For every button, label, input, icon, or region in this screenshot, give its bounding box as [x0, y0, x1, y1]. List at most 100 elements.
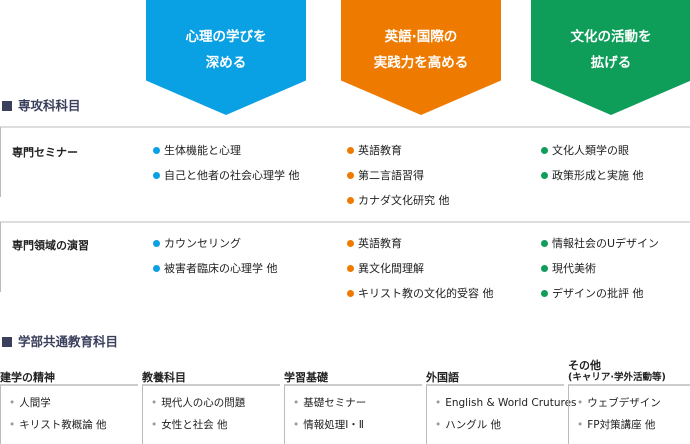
arrow-text: 英語·国際の — [384, 29, 458, 45]
divider — [0, 222, 1, 292]
course-list: 生体機能と心理自己と他者の社会心理学 他 — [153, 144, 300, 194]
bullet-icon — [347, 197, 354, 204]
bullet-icon: • — [151, 397, 158, 409]
bullet-icon — [153, 240, 160, 247]
group-box: •人間学•キリスト教概論 他 — [0, 384, 138, 444]
course-item: 第二言語習得 — [347, 169, 450, 194]
square-icon — [2, 337, 12, 347]
bullet-icon — [347, 265, 354, 272]
course-item: •FP対策講座 他 — [577, 418, 690, 440]
course-list: 文化人類学の眼政策形成と実施 他 — [541, 144, 644, 194]
bullet-icon — [153, 147, 160, 154]
bullet-icon: • — [151, 419, 158, 431]
common-group: 学習基礎•基礎セミナー•情報処理Ⅰ・Ⅱ — [284, 360, 422, 444]
course-item: 英語教育 — [347, 144, 450, 169]
course-name: 政策形成と実施 他 — [552, 169, 644, 182]
row-label: 専門セミナー — [12, 146, 78, 159]
bullet-icon: • — [435, 419, 442, 431]
group-title: 外国語 — [426, 360, 564, 384]
course-item: 被害者臨床の心理学 他 — [153, 262, 278, 287]
course-name: 生体機能と心理 — [164, 144, 241, 157]
course-name: FP対策講座 他 — [587, 419, 656, 431]
course-item: •基礎セミナー — [293, 396, 422, 418]
course-name: カナダ文化研究 他 — [358, 194, 450, 207]
divider — [0, 127, 1, 197]
bullet-icon — [541, 290, 548, 297]
course-name: English & World Crutures — [445, 397, 577, 409]
heading-text: 学部共通教育科目 — [18, 334, 119, 349]
group-title-text: 教養科目 — [142, 371, 186, 384]
bullet-icon — [541, 265, 548, 272]
group-box: •ウェブデザイン•FP対策講座 他 — [568, 384, 690, 444]
course-name: 情報処理Ⅰ・Ⅱ — [303, 419, 364, 431]
course-item: 現代美術 — [541, 262, 659, 287]
arrow-text: 拡げる — [590, 55, 632, 71]
group-title: 建学の精神 — [0, 360, 138, 384]
group-box: •基礎セミナー•情報処理Ⅰ・Ⅱ — [284, 384, 422, 444]
group-box: •現代人の心の問題•女性と社会 他 — [142, 384, 280, 444]
course-name: ウェブデザイン — [587, 397, 661, 409]
arrow-text: 文化の活動を — [570, 29, 652, 45]
bullet-icon: • — [577, 397, 584, 409]
group-subtitle: (キャリア·学外活動等) — [568, 372, 666, 383]
course-name: キリスト教概論 他 — [19, 419, 107, 431]
bullet-icon — [541, 147, 548, 154]
group-title-text: その他 — [568, 359, 601, 372]
bullet-icon — [347, 240, 354, 247]
course-item: 英語教育 — [347, 237, 494, 262]
bullet-icon — [541, 172, 548, 179]
course-name: 英語教育 — [358, 144, 402, 157]
course-name: 人間学 — [19, 397, 51, 409]
bullet-icon: • — [435, 397, 442, 409]
common-group: 教養科目•現代人の心の問題•女性と社会 他 — [142, 360, 280, 444]
common-group: 外国語•English & World Crutures•ハングル 他 — [426, 360, 577, 444]
course-item: •ウェブデザイン — [577, 396, 690, 418]
course-name: 第二言語習得 — [358, 169, 424, 182]
bullet-icon: • — [293, 419, 300, 431]
course-item: デザインの批評 他 — [541, 287, 659, 312]
course-name: デザインの批評 他 — [552, 287, 644, 300]
bullet-icon: • — [9, 419, 16, 431]
course-item: •情報処理Ⅰ・Ⅱ — [293, 418, 422, 440]
group-title-text: 学習基礎 — [284, 371, 328, 384]
arrow-psychology: 心理の学びを深める — [146, 0, 306, 115]
course-item: 生体機能と心理 — [153, 144, 300, 169]
group-title: 学習基礎 — [284, 360, 422, 384]
course-item: •ハングル 他 — [435, 418, 564, 440]
group-title-text: 外国語 — [426, 371, 459, 384]
course-name: 異文化間理解 — [358, 262, 424, 275]
course-item: 異文化間理解 — [347, 262, 494, 287]
course-list: 英語教育異文化間理解キリスト教の文化的受容 他 — [347, 237, 494, 312]
course-item: 文化人類学の眼 — [541, 144, 644, 169]
bullet-icon: • — [293, 397, 300, 409]
course-list: 英語教育第二言語習得カナダ文化研究 他 — [347, 144, 450, 219]
course-item: 政策形成と実施 他 — [541, 169, 644, 194]
course-list: 情報社会のUデザイン現代美術デザインの批評 他 — [541, 237, 659, 312]
course-name: ハングル 他 — [445, 419, 502, 431]
course-item: •現代人の心の問題 — [151, 396, 280, 418]
course-item: •English & World Crutures — [435, 396, 577, 418]
bullet-icon: • — [577, 419, 584, 431]
arrow-text: 心理の学びを — [185, 29, 267, 45]
course-name: 現代美術 — [552, 262, 596, 275]
bullet-icon: • — [9, 397, 16, 409]
arrow-culture: 文化の活動を拡げる — [531, 0, 690, 115]
course-name: 自己と他者の社会心理学 他 — [164, 169, 300, 182]
course-name: キリスト教の文化的受容 他 — [358, 287, 494, 300]
row-label: 専門領域の演習 — [12, 239, 89, 252]
group-title: 教養科目 — [142, 360, 280, 384]
course-name: 基礎セミナー — [303, 397, 367, 409]
divider — [0, 221, 690, 223]
course-name: 現代人の心の問題 — [161, 397, 246, 409]
bullet-icon — [347, 290, 354, 297]
arrow-english: 英語·国際の実践力を高める — [341, 0, 501, 115]
arrow-text: 実践力を高める — [373, 55, 469, 71]
group-title: その他(キャリア·学外活動等) — [568, 360, 690, 384]
arrow-text: 深める — [205, 55, 247, 71]
course-item: キリスト教の文化的受容 他 — [347, 287, 494, 312]
divider — [0, 126, 690, 128]
square-icon — [2, 101, 12, 111]
course-name: 被害者臨床の心理学 他 — [164, 262, 278, 275]
course-item: 自己と他者の社会心理学 他 — [153, 169, 300, 194]
course-name: カウンセリング — [164, 237, 241, 250]
